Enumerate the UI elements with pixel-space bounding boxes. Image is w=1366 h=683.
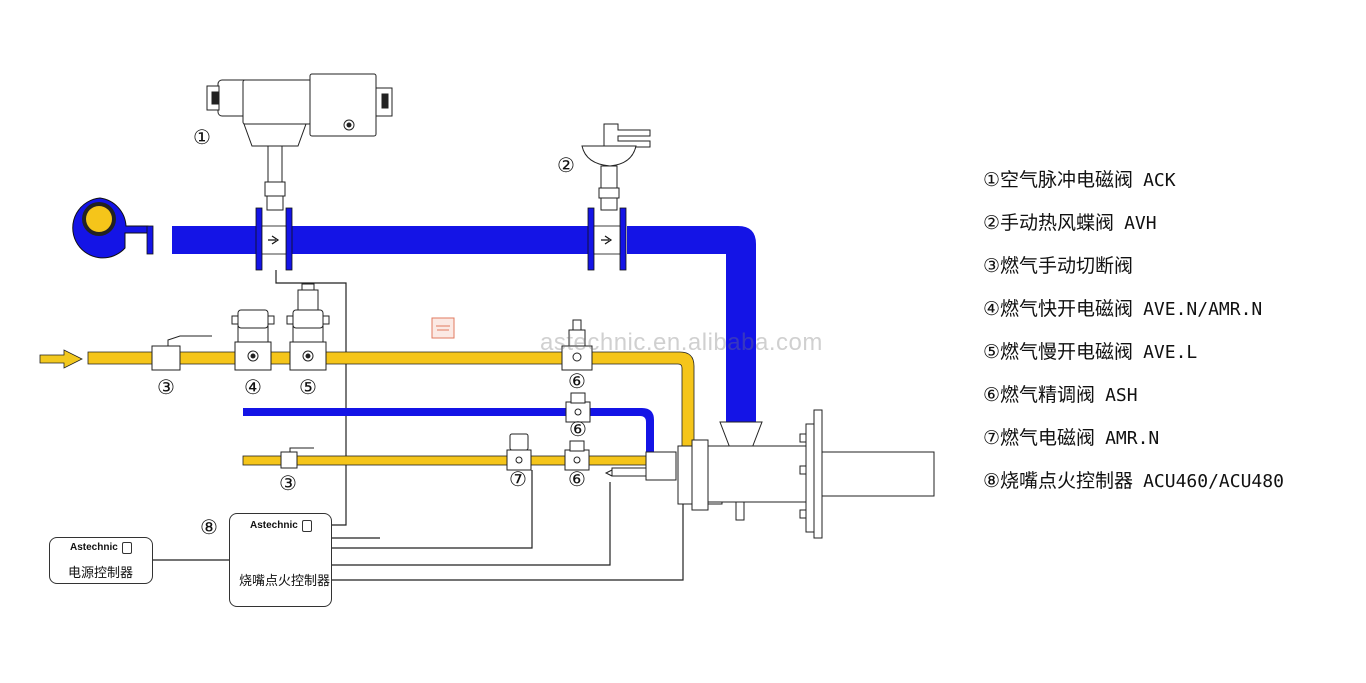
legend-num: ② — [983, 212, 1001, 234]
legend-item: ⑥燃气精调阀 ASH — [983, 381, 1343, 424]
gas-quick-open-solenoid-valve — [231, 309, 275, 371]
gas-fine-adjust-valve-main — [561, 319, 593, 371]
legend-num: ④ — [983, 298, 1001, 320]
legend-name: 燃气慢开电磁阀 — [1000, 341, 1134, 363]
legend-name: 烧嘴点火控制器 — [1000, 470, 1134, 492]
legend-num: ⑧ — [983, 470, 1001, 492]
legend-model: AVE.N/AMR.N — [1143, 299, 1263, 320]
cable-to-air-valve — [275, 270, 347, 526]
legend-item: ③燃气手动切断阀 — [983, 252, 1343, 295]
watermark: astechnic.en.alibaba.com — [540, 329, 823, 356]
callout-6-main: ⑥ — [568, 369, 586, 393]
legend-item: ⑧烧嘴点火控制器 ACU460/ACU480 — [983, 467, 1343, 510]
gas-main-pipe — [39, 349, 695, 449]
gas-slow-open-solenoid-valve — [286, 283, 330, 371]
ignition-controller: Astechnic 烧嘴点火控制器 — [229, 513, 332, 607]
legend-num: ③ — [983, 255, 1001, 277]
pilot-gas-fine-adjust-valve — [564, 440, 590, 471]
legend-name: 燃气电磁阀 — [1000, 427, 1096, 449]
legend-model: ACK — [1143, 170, 1176, 191]
burner — [604, 409, 935, 539]
control-cables — [152, 470, 684, 581]
legend-name: 手动热风蝶阀 — [1000, 212, 1115, 234]
callout-3-pilot: ③ — [279, 471, 297, 495]
legend-model: AVE.L — [1143, 342, 1198, 363]
pilot-air-pipe — [243, 408, 654, 458]
legend-item: ⑤燃气慢开电磁阀 AVE.L — [983, 338, 1343, 381]
callout-3-main: ③ — [157, 375, 175, 399]
air-pulse-solenoid-valve — [206, 73, 393, 211]
legend-model: ACU460/ACU480 — [1143, 471, 1284, 492]
air-main-pipe — [172, 207, 756, 422]
legend-name: 燃气快开电磁阀 — [1000, 298, 1134, 320]
legend-model: AVH — [1124, 213, 1157, 234]
legend-name: 燃气精调阀 — [1000, 384, 1096, 406]
legend-model: AMR.N — [1105, 428, 1160, 449]
gas-manual-shutoff-valve-pilot — [280, 447, 314, 469]
gas-solenoid-valve-pilot — [506, 433, 532, 471]
legend-num: ⑤ — [983, 341, 1001, 363]
callout-5: ⑤ — [299, 375, 317, 399]
brand-logo-icon — [122, 542, 132, 554]
manual-hot-air-butterfly-valve — [581, 123, 651, 211]
legend-num: ⑥ — [983, 384, 1001, 406]
legend-name: 空气脉冲电磁阀 — [1000, 169, 1134, 191]
ignition-controller-title: 烧嘴点火控制器 — [239, 574, 331, 589]
legend: ①空气脉冲电磁阀 ACK ②手动热风蝶阀 AVH ③燃气手动切断阀 ④燃气快开电磁阀… — [983, 166, 1343, 510]
legend-model: ASH — [1105, 385, 1138, 406]
callout-6-air: ⑥ — [569, 417, 587, 441]
legend-num: ① — [983, 169, 1001, 191]
power-controller-title: 电源控制器 — [68, 566, 134, 581]
callout-2: ② — [557, 153, 575, 177]
legend-item: ①空气脉冲电磁阀 ACK — [983, 166, 1343, 209]
power-controller-brand: Astechnic — [70, 542, 118, 553]
gas-manual-shutoff-valve-main — [151, 335, 212, 371]
pilot-air-fine-adjust-valve — [565, 392, 591, 423]
legend-item: ④燃气快开电磁阀 AVE.N/AMR.N — [983, 295, 1343, 338]
callout-1: ① — [193, 125, 211, 149]
callout-4: ④ — [244, 375, 262, 399]
power-controller: Astechnic 电源控制器 — [49, 537, 153, 584]
callouts: ① ② ③ ④ ⑤ ⑥ ⑥ ③ ⑦ ⑥ ⑧ — [157, 125, 587, 539]
callout-8: ⑧ — [200, 515, 218, 539]
brand-logo-icon — [302, 520, 312, 532]
callout-7: ⑦ — [509, 467, 527, 491]
callout-6-pilot: ⑥ — [568, 467, 586, 491]
legend-item: ②手动热风蝶阀 AVH — [983, 209, 1343, 252]
legend-item: ⑦燃气电磁阀 AMR.N — [983, 424, 1343, 467]
image-placeholder-icon — [431, 317, 455, 339]
legend-name: 燃气手动切断阀 — [1000, 255, 1134, 277]
ignition-controller-brand: Astechnic — [250, 520, 298, 531]
air-blower — [72, 197, 154, 259]
legend-num: ⑦ — [983, 427, 1001, 449]
